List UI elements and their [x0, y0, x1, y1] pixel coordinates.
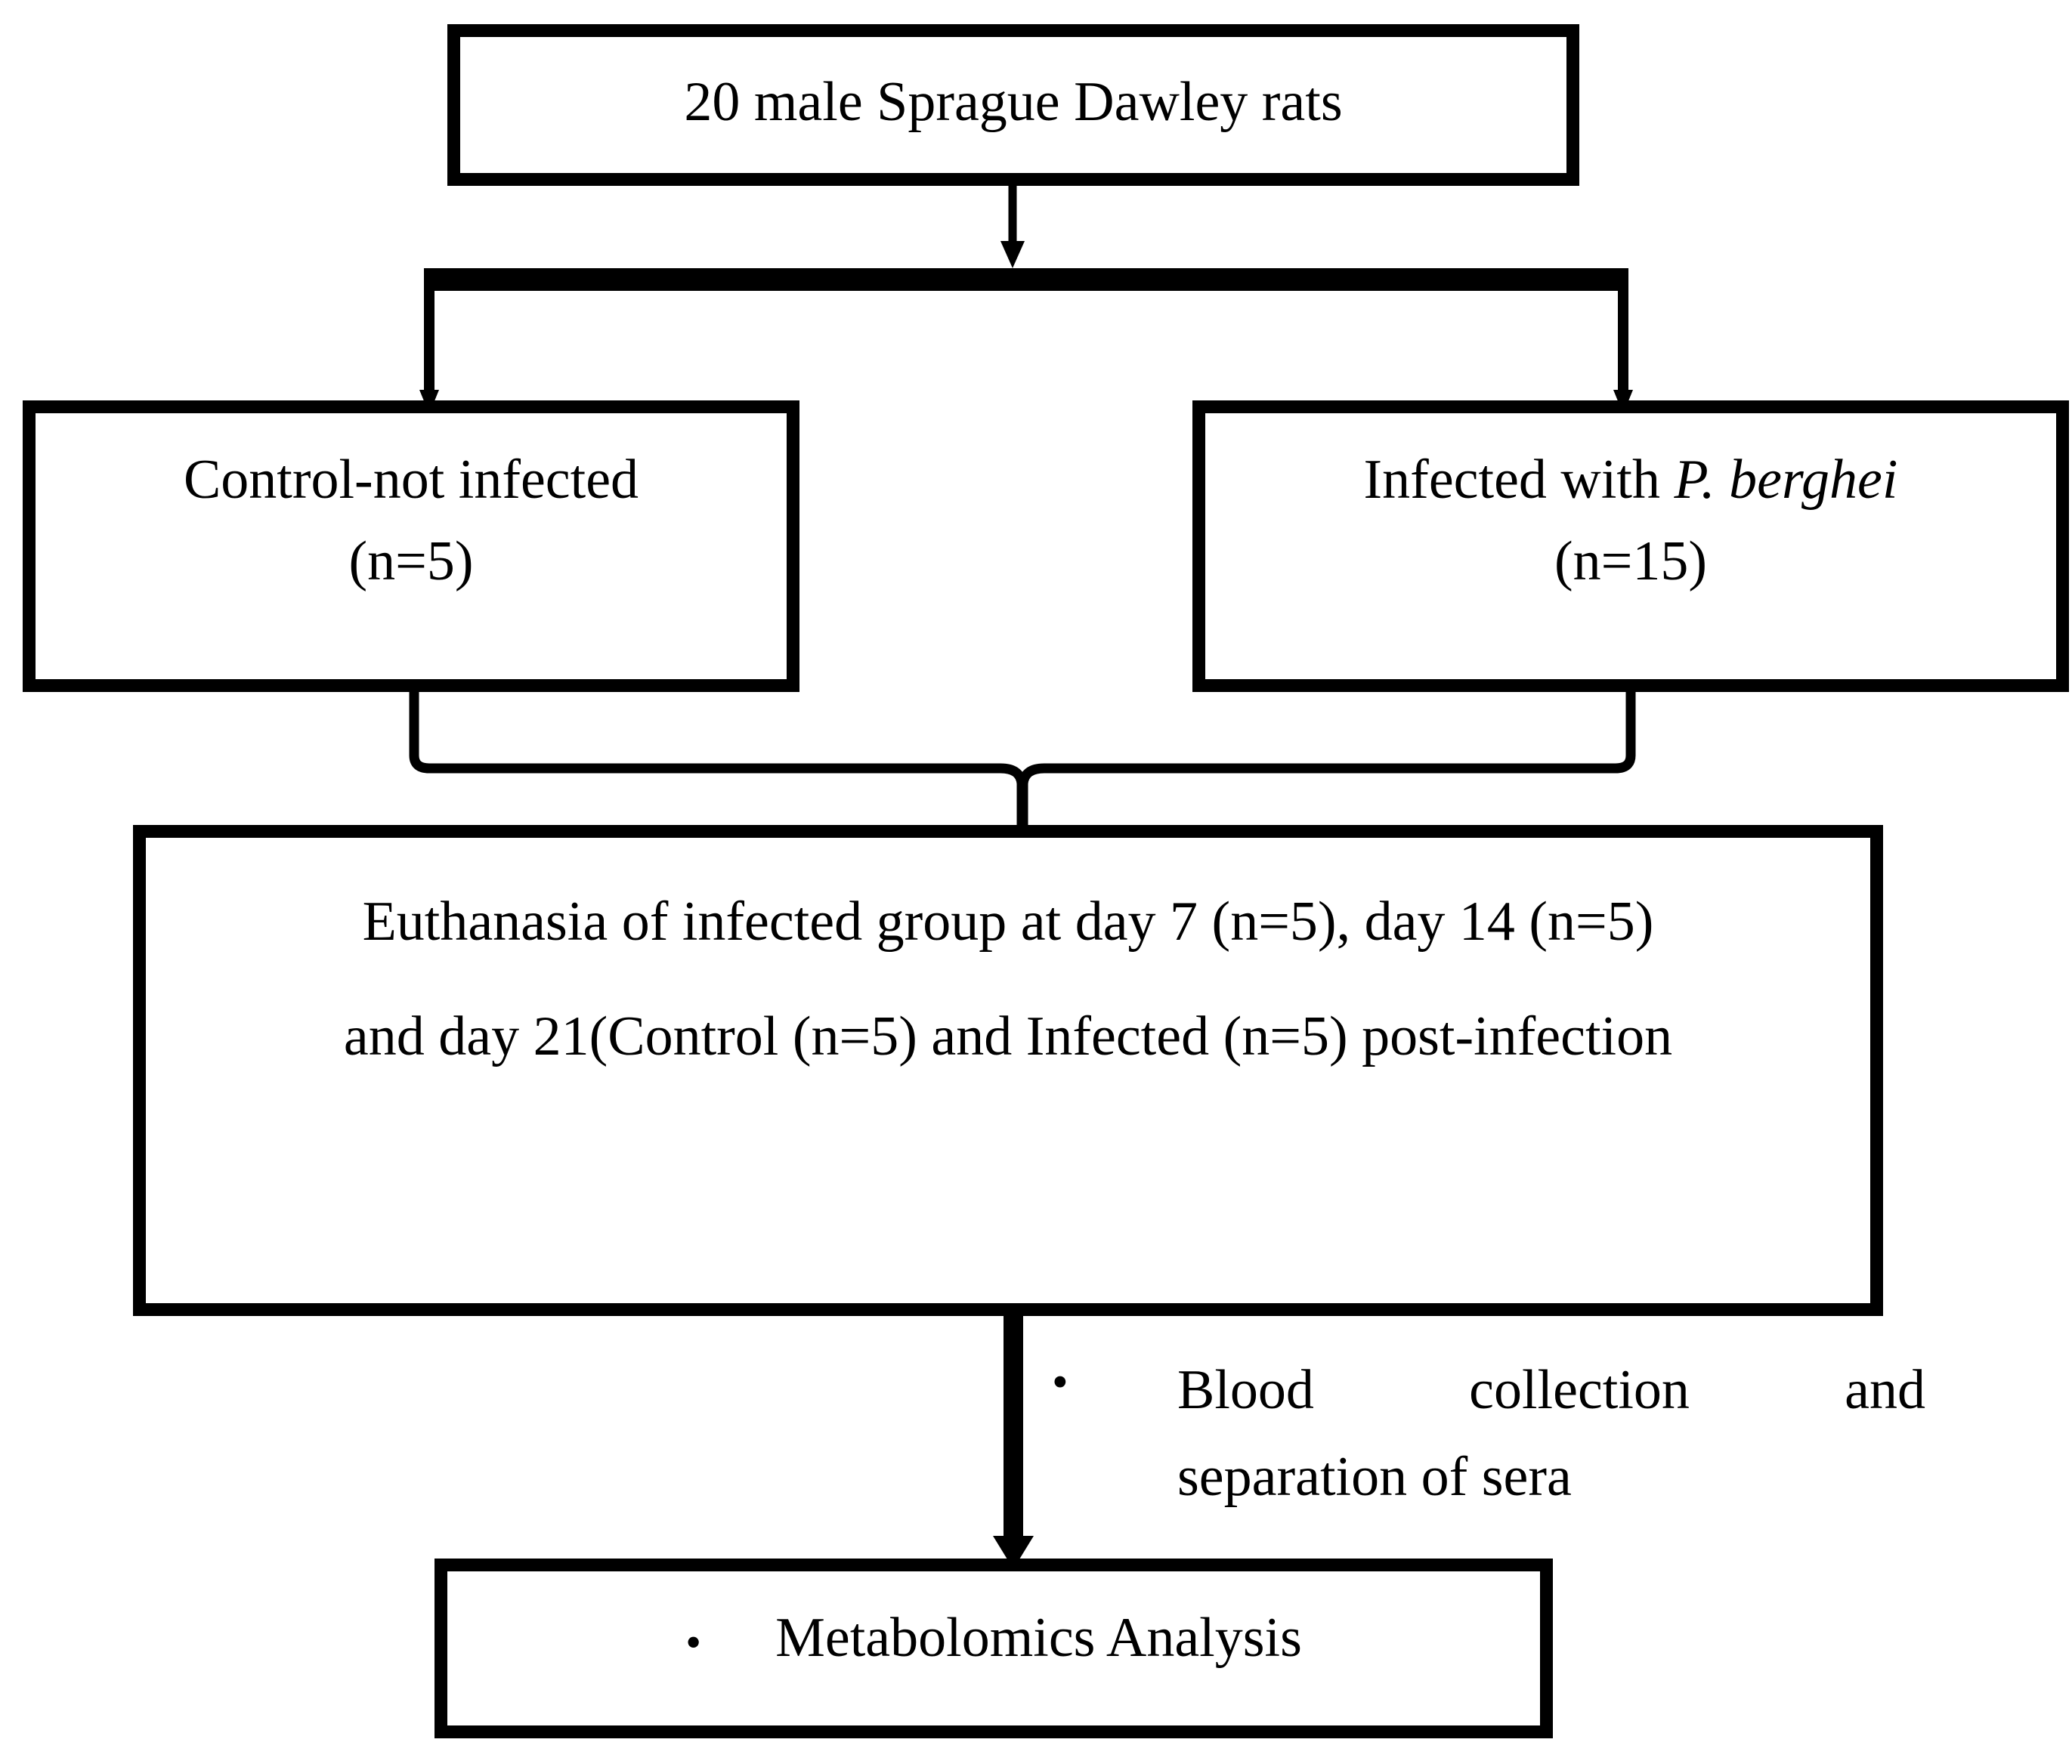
annotation-blood-collection: • Blood collection and separation of ser…: [1034, 1347, 1925, 1520]
annotation-blood-line2: separation of sera: [1177, 1445, 1572, 1508]
node-euthanasia-line2: and day 21(Control (n=5) and Infected (n…: [343, 1005, 1673, 1067]
node-infected-group: Infected with P. berghei (n=15): [1192, 400, 2069, 692]
bullet-icon: •: [1052, 1357, 1068, 1408]
annotation-blood-line1: Blood collection and: [1177, 1359, 1925, 1421]
node-metabolomics-text: • Metabolomics Analysis: [447, 1597, 1540, 1679]
node-total-rats: 20 male Sprague Dawley rats: [447, 24, 1579, 186]
annotation-blood-collection-text: Blood collection and separation of sera: [1177, 1347, 1925, 1520]
node-total-rats-label: 20 male Sprague Dawley rats: [684, 71, 1343, 133]
node-euthanasia: Euthanasia of infected group at day 7 (n…: [133, 825, 1883, 1316]
node-control-group: Control-not infected (n=5): [23, 400, 799, 692]
node-euthanasia-text: Euthanasia of infected group at day 7 (n…: [179, 865, 1837, 1094]
node-infected-group-text: Infected with P. berghei (n=15): [1205, 439, 2056, 602]
node-control-group-text: Control-not infected (n=5): [36, 439, 787, 602]
bullet-icon: •: [685, 1617, 702, 1668]
node-metabolomics-analysis: • Metabolomics Analysis: [435, 1559, 1553, 1738]
connector-top-to-split-arrow-icon: [1000, 184, 1025, 268]
node-control-line2: (n=5): [348, 530, 474, 593]
node-euthanasia-line1: Euthanasia of infected group at day 7 (n…: [362, 891, 1654, 953]
node-infected-line1: Infected with P. berghei: [1205, 439, 2056, 521]
node-infected-line2: (n=15): [1554, 530, 1708, 593]
connector-split-bar-icon: [419, 268, 1633, 414]
node-infected-line1-prefix: Infected with: [1363, 449, 1675, 511]
node-metabolomics-label: Metabolomics Analysis: [775, 1607, 1302, 1669]
node-infected-species-name: P. berghei: [1674, 449, 1898, 511]
node-control-line1: Control-not infected: [183, 449, 639, 511]
connector-merge-brace-icon: [409, 684, 1636, 835]
connector-euthanasia-to-metabolomics-arrow-icon: [993, 1303, 1034, 1569]
